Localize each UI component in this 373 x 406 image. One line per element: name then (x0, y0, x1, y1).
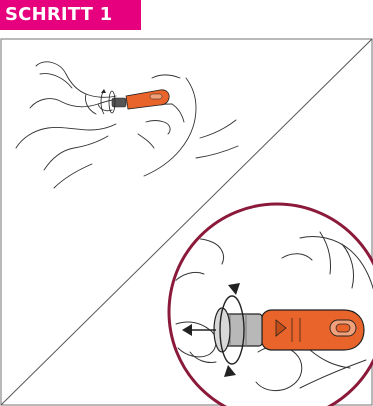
illustration-svg (0, 38, 373, 406)
step-header: SCHRITT 1 (0, 0, 141, 30)
illustration-panel (0, 38, 373, 406)
step-title: SCHRITT 1 (5, 4, 112, 25)
